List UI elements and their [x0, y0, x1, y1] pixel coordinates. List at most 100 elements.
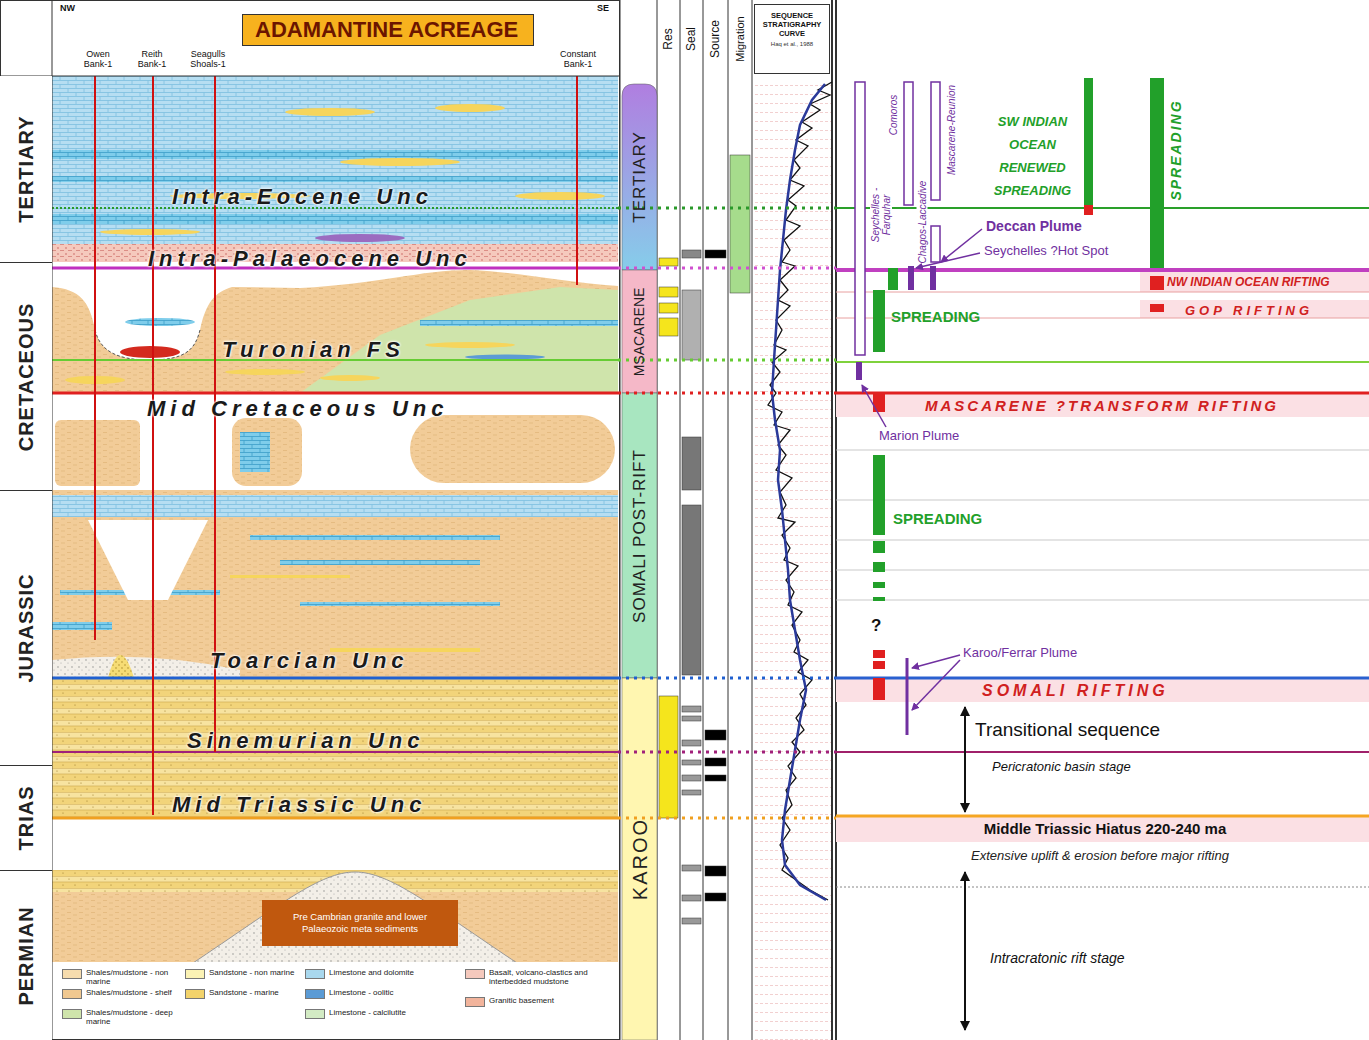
strat-section	[230, 575, 350, 578]
tectonic-events	[836, 361, 1369, 363]
tectonic-events	[873, 393, 885, 412]
tectonic-events	[1140, 300, 1369, 318]
panel-frame	[752, 0, 753, 1040]
tectonic-events	[873, 78, 1164, 601]
legend-item: Sandstone - non marine	[185, 968, 301, 979]
annotation-label: Mascarene-Reunion	[946, 85, 957, 175]
play-element-bar	[682, 250, 701, 258]
annotation-label: SW INDIAN OCEAN RENEWED SPREADING	[985, 110, 1080, 202]
horizon-line	[52, 208, 618, 818]
correlation-line	[618, 359, 836, 362]
megasequence-band: SOMALI POST-RIFT	[622, 393, 657, 678]
period-band: TRIAS	[0, 765, 52, 870]
period-band: PERMIAN	[0, 870, 52, 1040]
annotation-label: Intra-Palaeocene Unc	[148, 246, 472, 272]
tectonic-events	[836, 450, 1369, 451]
strat-section	[435, 104, 505, 112]
period-band: CRETACEOUS	[0, 262, 52, 490]
band-label: Migration	[734, 16, 746, 61]
annotation-label: Intracratonic rift stage	[990, 950, 1125, 966]
tectonic-events	[855, 82, 865, 355]
legend-swatch	[62, 969, 82, 979]
panel-frame	[680, 0, 681, 1040]
correlation-line	[618, 677, 836, 680]
tectonic-events	[1150, 78, 1164, 268]
panel-frame	[0, 76, 620, 77]
annotation-label: Pericratonic basin stage	[992, 759, 1131, 774]
title-text: ADAMANTINE ACREAGE	[243, 15, 530, 44]
basement-box: Pre Cambrian granite and lower Palaeozoi…	[262, 900, 458, 946]
tectonic-events	[964, 707, 966, 1030]
band-label: KAROO	[629, 818, 651, 900]
strat-section	[232, 418, 302, 486]
band-label: TERTIARY	[15, 115, 37, 222]
tectonic-events	[836, 268, 1369, 272]
play-element-bar	[682, 775, 701, 781]
legend-item: Basalt, volcano-clastics and interbedded…	[465, 968, 614, 986]
tectonic-events	[873, 661, 885, 669]
legend-item: Limestone and dolomite	[305, 968, 459, 979]
tectonic-events	[904, 82, 913, 205]
legend-text: Shales/mudstone - non marine	[86, 968, 178, 986]
correlation-line	[618, 817, 836, 820]
play-element-bar	[682, 716, 701, 721]
correlation-line	[618, 267, 836, 270]
legend-swatch	[465, 969, 485, 979]
strat-section	[120, 346, 180, 358]
title-box: ADAMANTINE ACREAGE	[242, 14, 534, 46]
panel-frame	[835, 0, 837, 1040]
play-element-bar	[682, 706, 701, 712]
tectonic-events	[873, 650, 885, 658]
band-label: Pre Cambrian granite and lower Palaeozoi…	[270, 911, 450, 935]
annotation-label: SPREADING	[1168, 99, 1184, 200]
play-element-bar	[659, 155, 750, 924]
sequence-curve	[768, 82, 832, 900]
period-band: JURASSIC	[0, 490, 52, 765]
column-header: SEQUENCE STRATIGRAPHY CURVEHaq et al., 1…	[754, 4, 830, 74]
annotation-label: Constant Bank-1	[552, 49, 604, 69]
play-element-bar	[705, 775, 726, 781]
annotation-label: ?	[871, 616, 881, 636]
annotation-label: SOMALI RIFTING	[982, 682, 1169, 700]
strat-section	[95, 330, 200, 360]
legend-item: Shales/mudstone - shelf	[62, 988, 178, 999]
legend-swatch	[465, 997, 485, 1007]
column-header: Res	[657, 2, 680, 76]
megasequence-band: KAROO	[622, 678, 657, 1040]
tectonic-events	[862, 385, 886, 427]
tectonic-events	[862, 229, 982, 710]
annotation-label: Mid Cretaceous Unc	[147, 396, 449, 422]
band-label: SOMALI POST-RIFT	[630, 449, 649, 623]
tectonic-events	[912, 655, 960, 668]
mega-sequence-band	[622, 270, 657, 393]
annotation-label: Intra-Eocene Unc	[172, 184, 433, 210]
annotation-label: Mid Triassic Unc	[172, 792, 426, 818]
panel-frame	[728, 0, 729, 1040]
tectonic-events	[912, 660, 960, 710]
legend-text: Limestone - oolitic	[329, 988, 459, 997]
sequence-curve	[772, 84, 826, 900]
strat-section	[425, 342, 515, 348]
play-element-bar	[705, 250, 726, 258]
annotation-label: SPREADING	[893, 510, 982, 527]
play-element-bar	[659, 696, 678, 818]
legend-swatch	[185, 989, 205, 999]
tectonic-events	[931, 226, 940, 262]
tectonic-events	[930, 266, 936, 290]
legend-swatch	[305, 989, 325, 999]
strat-section	[52, 76, 618, 1040]
play-element-bar	[682, 505, 701, 675]
strat-section	[52, 150, 618, 159]
band-label: Seal	[685, 27, 698, 51]
band-label: Source	[709, 20, 722, 58]
strat-section	[52, 490, 618, 678]
band-label: TRIAS	[15, 786, 37, 851]
legend-swatch	[185, 969, 205, 979]
well-trace	[95, 76, 577, 815]
tectonic-events	[1140, 270, 1369, 292]
tectonic-events	[836, 500, 1369, 501]
play-element-bar	[682, 760, 701, 765]
annotation-label: NW	[60, 3, 75, 13]
